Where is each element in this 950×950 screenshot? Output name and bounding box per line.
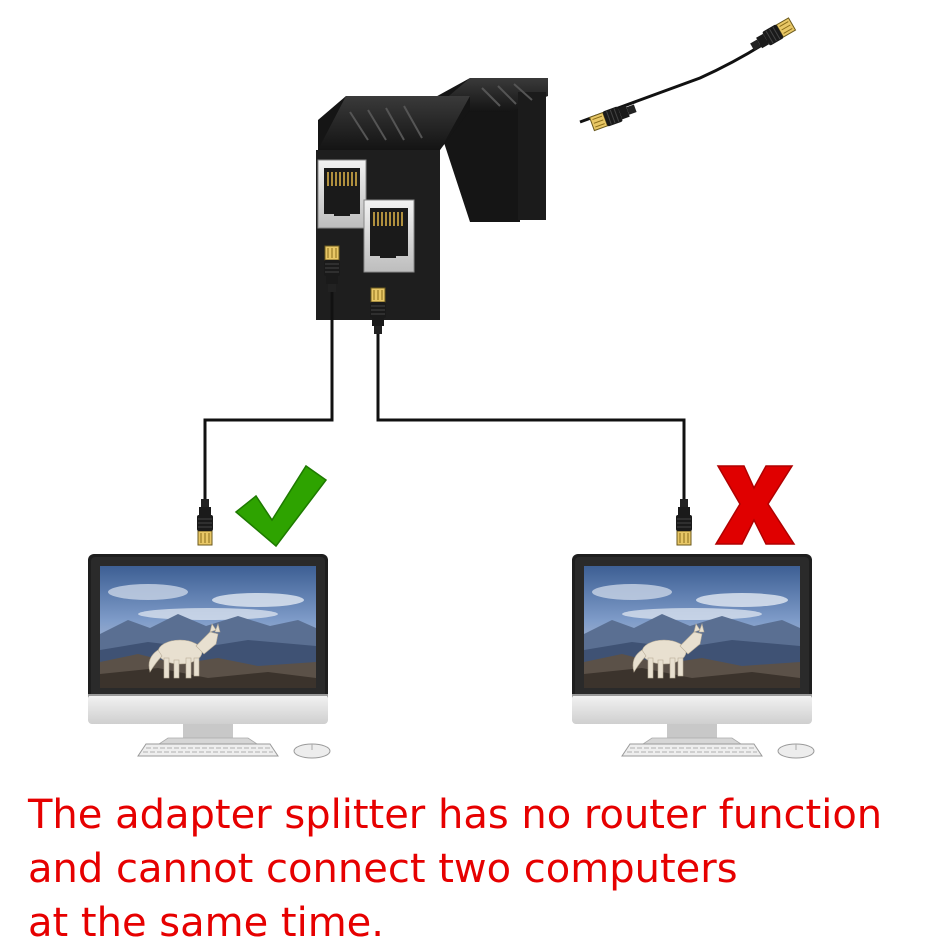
left-keyboard xyxy=(137,743,279,757)
ethernet-port-2 xyxy=(363,199,415,273)
plug-port-2 xyxy=(369,287,387,335)
left-monitor xyxy=(87,553,329,747)
right-monitor xyxy=(571,553,813,747)
caption-line-3: at the same time. xyxy=(28,900,384,946)
caption-text: The adapter splitter has no router funct… xyxy=(28,788,928,950)
caption-line-2: and cannot connect two computers xyxy=(28,846,738,892)
right-keyboard xyxy=(621,743,763,757)
ethernet-port-1 xyxy=(317,159,367,229)
plug-right-computer xyxy=(675,498,693,546)
left-computer xyxy=(87,553,331,759)
right-mouse xyxy=(777,743,815,759)
left-mouse xyxy=(293,743,331,759)
right-computer xyxy=(571,553,815,759)
cable-to-right-computer xyxy=(376,334,686,500)
adapter-splitter xyxy=(316,78,548,320)
cross-icon xyxy=(714,465,796,545)
caption-line-1: The adapter splitter has no router funct… xyxy=(28,792,883,838)
incoming-cable xyxy=(579,16,797,133)
cable-to-left-computer xyxy=(203,292,334,500)
plug-left-computer xyxy=(196,498,214,546)
checkmark-icon xyxy=(234,464,328,548)
